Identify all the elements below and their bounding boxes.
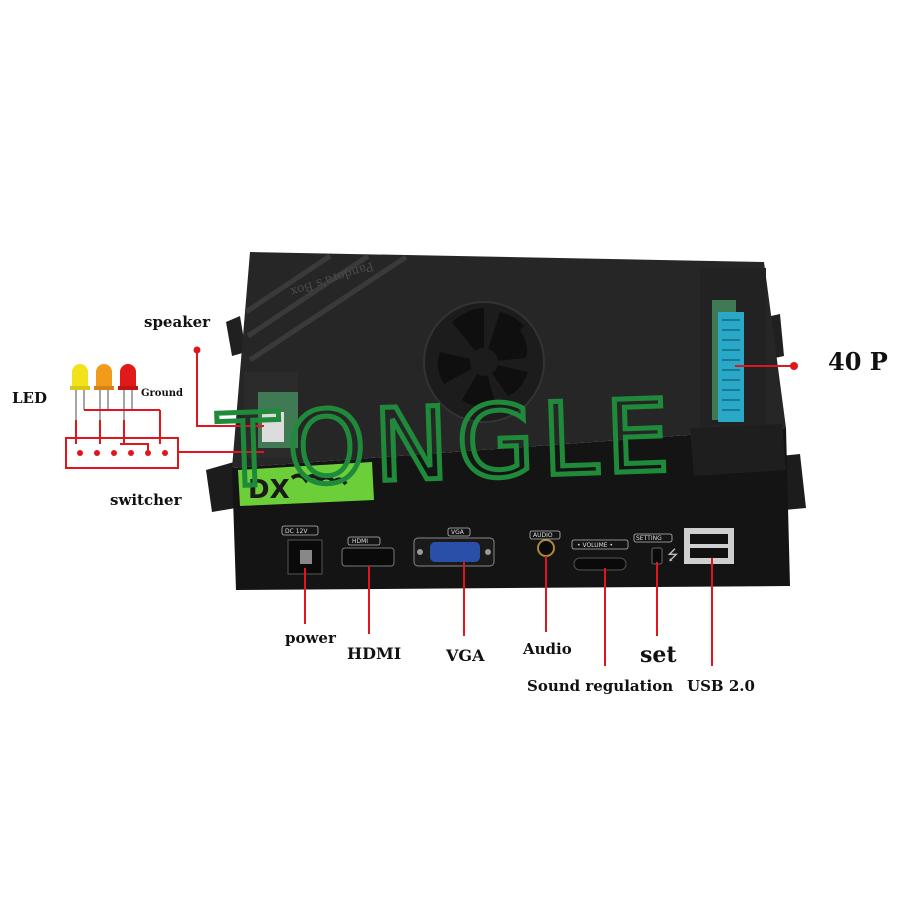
switcher-pins <box>77 450 168 456</box>
right-step <box>690 424 786 476</box>
volume-wheel <box>573 557 627 571</box>
led-orange-icon <box>94 364 114 390</box>
label-hdmi: HDMI <box>347 644 402 663</box>
tag-vga: VGA <box>451 529 465 536</box>
setting-button <box>651 547 663 565</box>
forty-pin-pins <box>722 319 740 411</box>
top-ridges <box>244 253 408 363</box>
label-switcher: switcher <box>110 491 182 509</box>
tag-dc: DC 12V <box>285 528 308 535</box>
label-led: LED <box>12 389 47 407</box>
usb-port-housing <box>684 528 734 564</box>
dc-pin-icon <box>300 550 312 564</box>
usb-icon: ⭍ <box>667 548 679 564</box>
tag-audio: AUDIO <box>533 532 553 539</box>
dx-badge-text: DX <box>248 475 290 505</box>
tag-hdmi: HDMI <box>352 538 368 545</box>
led-yellow-icon <box>70 364 90 390</box>
tag-volume: • VOLUME • <box>577 542 613 549</box>
label-sound-regulation: Sound regulation <box>527 677 674 695</box>
vga-port <box>430 542 480 562</box>
hdmi-port <box>341 547 395 567</box>
game-box-device: DC 12V HDMI VGA AUDIO • VOLUME • SETTING… <box>206 252 806 590</box>
label-ground: Ground <box>141 388 184 399</box>
mount-ear-left-bottom <box>206 462 236 512</box>
annotation-lines <box>65 346 798 666</box>
label-power: power <box>285 629 336 647</box>
mount-ear-left-top <box>226 316 246 356</box>
led-red-icon <box>118 364 138 390</box>
fan-vent <box>423 301 545 423</box>
label-speaker: speaker <box>144 313 211 331</box>
dx-badge: DX <box>238 462 374 506</box>
tag-setting: SETTING <box>636 535 662 542</box>
label-vga: VGA <box>446 646 485 665</box>
label-set: set <box>640 642 677 668</box>
led-group <box>70 364 138 420</box>
label-40p: 40 P <box>828 347 888 376</box>
audio-jack <box>537 539 555 557</box>
label-usb: USB 2.0 <box>687 677 755 695</box>
label-audio: Audio <box>523 640 572 658</box>
speaker-connector <box>262 412 284 442</box>
tongle-watermark: TONGLE <box>215 377 679 510</box>
